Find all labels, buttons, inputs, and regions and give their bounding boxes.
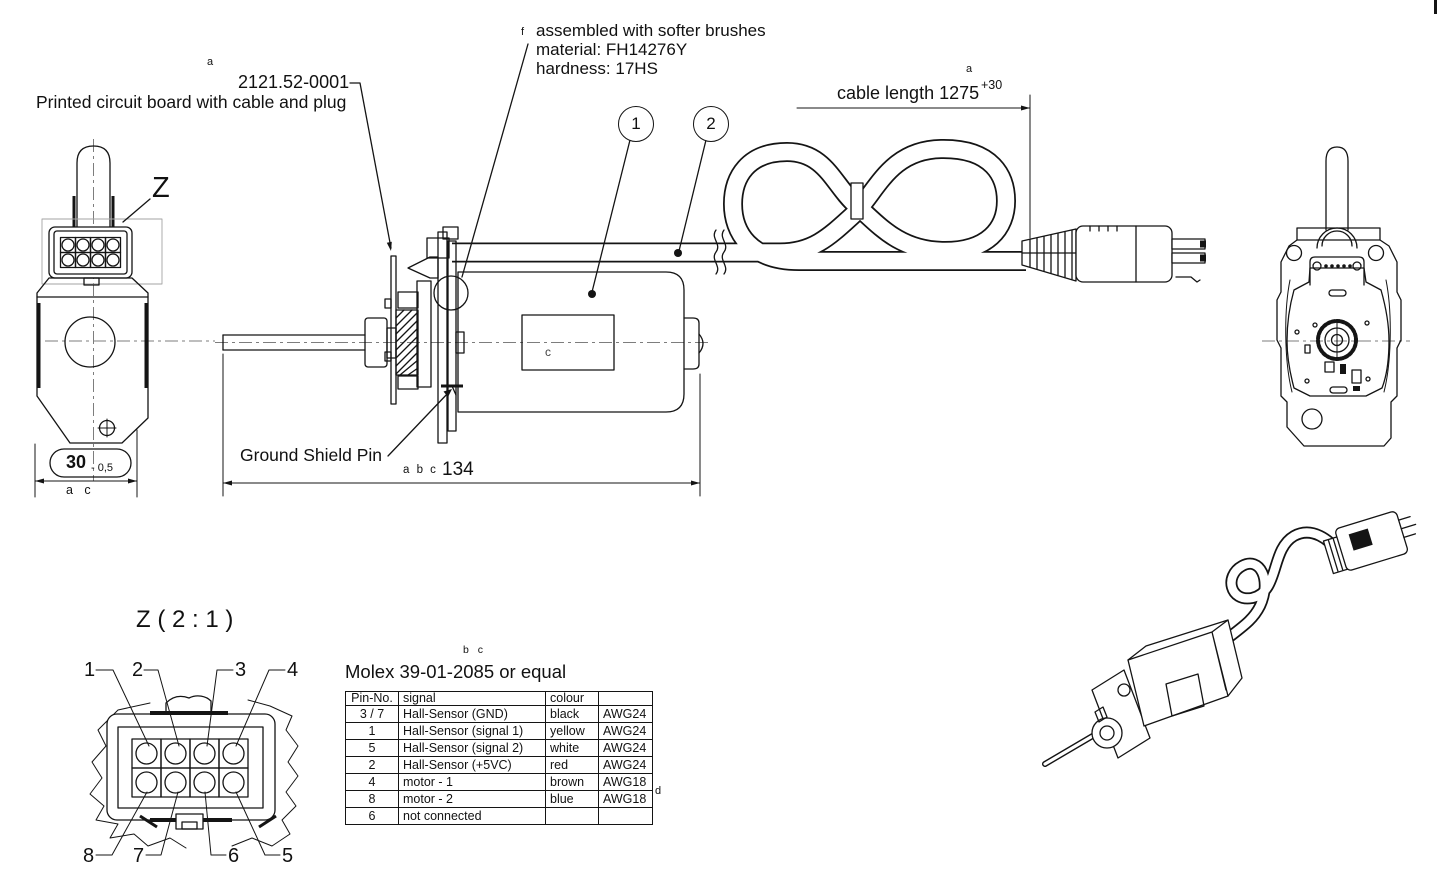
detail-pin-label-6: 6: [228, 845, 240, 867]
pinout-cell-signal: Hall-Sensor (signal 2): [398, 739, 546, 758]
pinout-row: 3 / 7 Hall-Sensor (GND) black AWG24: [345, 705, 653, 724]
pinout-table: Pin-No. signal colour 3 / 7 Hall-Sensor …: [345, 690, 653, 826]
brushes-note: assembled with softer brushes material: …: [536, 21, 766, 78]
pinout-row: 4 motor - 1 brown AWG18: [345, 773, 653, 792]
pinout-header-awg: [598, 690, 653, 707]
dim-134-refs: a b c: [403, 464, 438, 476]
pinout-cell-pin: 1: [345, 722, 399, 741]
balloon-2: 2: [693, 106, 729, 142]
pinout-row: 8 motor - 2 blue AWG18: [345, 790, 653, 809]
detail-pin-label-8: 8: [83, 845, 95, 867]
cable-length-tolerance: +30: [981, 78, 1003, 92]
detail-pin-label-2: 2: [132, 659, 144, 681]
cable-plug-drawing: [796, 94, 1206, 283]
pinout-row: 2 Hall-Sensor (+5VC) red AWG24: [345, 756, 653, 775]
pinout-row: 5 Hall-Sensor (signal 2) white AWG24: [345, 739, 653, 758]
balloon-1: 1: [618, 106, 654, 142]
pinout-cell-colour: yellow: [545, 722, 599, 741]
pcb-caption: Printed circuit board with cable and plu…: [36, 92, 347, 112]
pinout-cell-pin: 6: [345, 807, 399, 826]
pinout-cell-colour: [545, 807, 599, 826]
pinout-cell-signal: Hall-Sensor (GND): [398, 705, 546, 724]
pinout-cell-awg: AWG24: [598, 756, 653, 775]
pinout-header-row: Pin-No. signal colour: [345, 690, 653, 707]
pinout-cell-awg: AWG24: [598, 739, 653, 758]
detail-pin-label-5: 5: [282, 845, 294, 867]
pinout-header-signal: signal: [398, 690, 546, 707]
pinout-cell-awg: AWG24: [598, 705, 653, 724]
pinout-cell-colour: white: [545, 739, 599, 758]
pinout-cell-signal: not connected: [398, 807, 546, 826]
pinout-row: 1 Hall-Sensor (signal 1) yellow AWG24: [345, 722, 653, 741]
pinout-cell-pin: 2: [345, 756, 399, 775]
brushes-note-line2: material: FH14276Y: [536, 40, 688, 60]
pinout-cell-signal: Hall-Sensor (+5VC): [398, 756, 546, 775]
pinout-cell-pin: 4: [345, 773, 399, 792]
pcb-note-ref: a: [207, 56, 214, 68]
pinout-cell-awg: AWG24: [598, 722, 653, 741]
pinout-cell-signal: Hall-Sensor (signal 1): [398, 722, 546, 741]
pinout-header-colour: colour: [545, 690, 599, 707]
brushes-note-ref: f: [521, 26, 525, 38]
detail-pin-label-4: 4: [287, 659, 299, 681]
side-view-drawing: [215, 43, 1026, 497]
pinout-row: 6 not connected: [345, 807, 653, 826]
pinout-cell-pin: 8: [345, 790, 399, 809]
brushes-note-line3: hardness: 17HS: [536, 59, 658, 79]
front-view-drawing: [34, 139, 215, 498]
balloon-2-number: 2: [706, 114, 716, 133]
pinout-cell-pin: 5: [345, 739, 399, 758]
brushes-note-line1: assembled with softer brushes: [536, 21, 766, 40]
ground-shield-pin-label: Ground Shield Pin: [240, 445, 383, 465]
sheet-border-mark: [1434, 0, 1437, 14]
pinout-cell-awg: AWG18: [598, 773, 653, 792]
detail-pin-label-3: 3: [235, 659, 247, 681]
rear-view-drawing: [1262, 146, 1410, 447]
dim-30-refs: a c: [66, 483, 95, 497]
detail-pin-label-1: 1: [84, 659, 96, 681]
balloon-1-number: 1: [631, 114, 641, 133]
detail-z-title: Z ( 2 : 1 ): [136, 606, 234, 633]
table-note-ref: d: [655, 785, 662, 797]
detail-z-drawing: [89, 669, 299, 856]
pcb-part-number: 2121.52-0001: [238, 72, 350, 92]
isometric-view-drawing: [1042, 511, 1417, 767]
pinout-cell-signal: motor - 2: [398, 790, 546, 809]
table-title: Molex 39-01-2085 or equal: [345, 661, 567, 682]
pinout-cell-pin: 3 / 7: [345, 705, 399, 724]
dim-30-tolerance: - 0,5: [91, 462, 114, 474]
pinout-cell-colour: red: [545, 756, 599, 775]
motor-body-label-c: c: [545, 345, 551, 359]
pinout-cell-colour: black: [545, 705, 599, 724]
pinout-cell-colour: brown: [545, 773, 599, 792]
dim-134-value: 134: [442, 459, 474, 480]
cable-length-label: cable length 1275: [837, 83, 980, 103]
detail-z-marker: Z: [152, 172, 170, 204]
pinout-cell-awg: AWG18: [598, 790, 653, 809]
pinout-cell-colour: blue: [545, 790, 599, 809]
table-refs: b c: [463, 644, 487, 656]
detail-pin-label-7: 7: [133, 845, 145, 867]
pinout-header-pin: Pin-No.: [345, 690, 399, 707]
dim-30-value: 30: [66, 452, 87, 472]
pinout-cell-signal: motor - 1: [398, 773, 546, 792]
pinout-cell-awg: [598, 807, 653, 826]
cable-length-ref: a: [966, 63, 973, 75]
